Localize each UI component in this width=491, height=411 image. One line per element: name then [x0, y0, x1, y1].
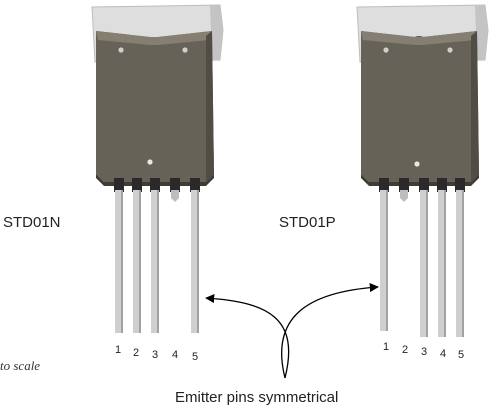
pin-label: 3 [421, 346, 427, 358]
package-body [96, 31, 214, 182]
package-std01p: STD01P 1 2 3 4 5 [279, 4, 489, 361]
body-hole-right [182, 47, 188, 53]
lead-1 [114, 178, 124, 333]
pin-numbers-std01n: 1 2 3 4 5 [115, 344, 198, 363]
body-dot [414, 161, 420, 167]
lead-2 [132, 178, 142, 333]
lead-5 [455, 178, 465, 337]
part-name-std01p: STD01P [279, 214, 336, 231]
pin-label: 1 [383, 341, 389, 353]
part-name-std01n: STD01N [3, 214, 61, 231]
package-body [361, 31, 479, 182]
lead-1 [379, 178, 389, 331]
body-hole-left [383, 47, 389, 53]
body-hole-left [118, 47, 124, 53]
lead-2-short [399, 178, 409, 202]
emitter-caption: Emitter pins symmetrical [175, 389, 338, 406]
pin-label: 3 [152, 349, 158, 361]
lead-5 [190, 178, 200, 333]
pin-label: 5 [192, 351, 198, 363]
body-dot [147, 159, 153, 165]
body-edge [206, 31, 214, 182]
body-bevel [361, 31, 477, 45]
pin-numbers-std01p: 1 2 3 4 5 [383, 341, 464, 361]
emitter-arrows [205, 283, 379, 379]
body-bottom [361, 174, 479, 186]
pin-label: 4 [440, 348, 446, 360]
body-hole-right [447, 47, 453, 53]
leads [114, 178, 200, 333]
tab-shadow [210, 5, 223, 60]
pin-label: 1 [115, 344, 121, 356]
pin-label: 2 [133, 347, 139, 359]
leads [379, 178, 465, 337]
package-std01n: STD01N 1 2 3 4 5 [3, 4, 224, 363]
lead-3 [150, 178, 160, 333]
body-bevel [96, 31, 212, 45]
pin-label: 4 [172, 349, 178, 361]
tab-shadow [475, 5, 488, 60]
scale-note: to scale [0, 358, 40, 373]
lead-4-short [170, 178, 180, 202]
arrow-to-right-pin [281, 283, 379, 379]
body-edge [471, 31, 479, 182]
lead-3 [419, 178, 429, 337]
lead-4 [437, 178, 447, 337]
body-bottom [96, 174, 214, 186]
pin-label: 5 [458, 349, 464, 361]
pin-label: 2 [402, 344, 408, 356]
arrow-to-left-pin [205, 293, 290, 379]
